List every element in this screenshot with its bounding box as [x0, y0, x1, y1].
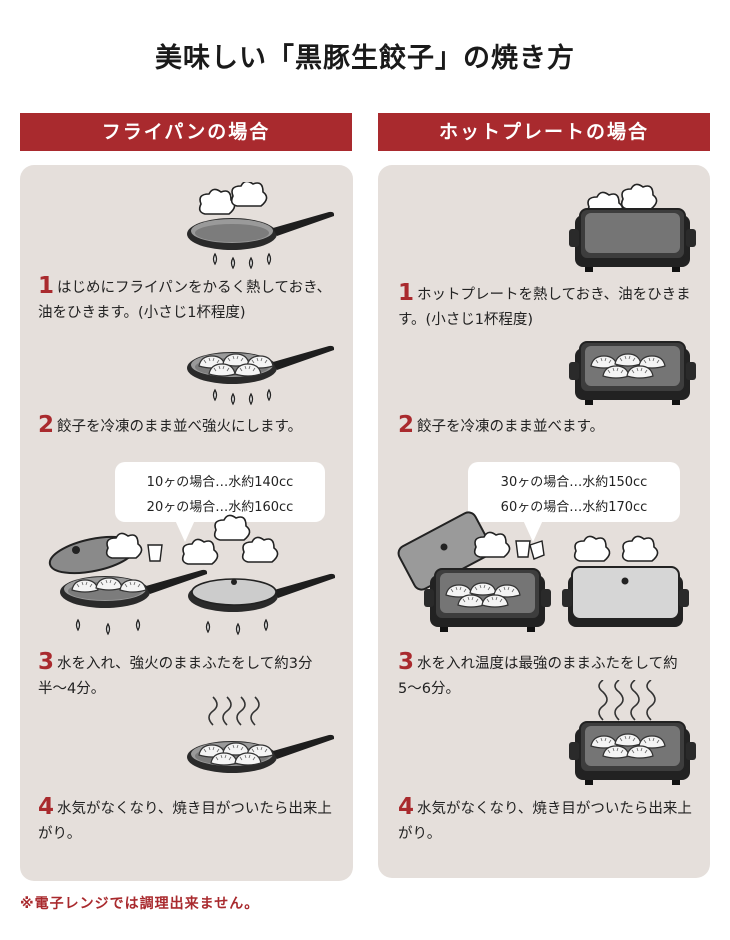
bubble-line: 30ヶの場合…水約150cc [500, 475, 648, 490]
bubble-line: 20ヶの場合…水約160cc [146, 500, 294, 515]
frying-pan-header: フライパンの場合 [20, 113, 352, 151]
frying-pan-done-icon [187, 696, 335, 773]
hot-plate-header: ホットプレートの場合 [378, 113, 710, 151]
bubble-line: 10ヶの場合…水約140cc [146, 475, 294, 490]
step-text: 水を入れ温度は最強のままふたをして約5〜6分。 [398, 656, 678, 697]
step-number: 1 [38, 273, 55, 299]
frying-pan-lid-icon [48, 514, 336, 635]
hot-plate-done-icon [568, 680, 697, 786]
step-number: 4 [398, 794, 415, 820]
step-text: 餃子を冷凍のまま並べ強火にします。 [57, 419, 303, 435]
plate-water-bubble: 30ヶの場合…水約150cc 60ヶの場合…水約170cc [468, 462, 680, 542]
microwave-note: ※電子レンジでは調理出来ません。 [20, 896, 260, 912]
step-text: 水気がなくなり、焼き目がついたら出来上がり。 [38, 801, 332, 842]
frying-pan-gyoza-icon [187, 345, 335, 405]
step-number: 3 [398, 649, 415, 675]
hot-plate-gyoza-icon [568, 341, 697, 406]
step-number: 2 [398, 412, 415, 438]
bubble-line: 60ヶの場合…水約170cc [500, 500, 648, 515]
step-text: 水気がなくなり、焼き目がついたら出来上がり。 [398, 801, 692, 842]
hot-plate-lid-icon [397, 511, 689, 633]
frying-pan-icon [187, 182, 335, 269]
step-text: はじめにフライパンをかるく熱しておき、油をひきます。(小さじ1杯程度) [38, 280, 332, 321]
step-text: ホットプレートを熱しておき、油をひきます。(小さじ1杯程度) [398, 287, 691, 328]
step-number: 3 [38, 649, 55, 675]
hot-plate-icon [568, 183, 697, 273]
step-text: 水を入れ、強火のままふたをして約3分半〜4分。 [38, 656, 313, 697]
step-number: 1 [398, 280, 415, 306]
page-title: 美味しい「黒豚生餃子」の焼き方 [155, 43, 575, 74]
step-text: 餃子を冷凍のまま並べます。 [417, 419, 605, 435]
pan-water-bubble: 10ヶの場合…水約140cc 20ヶの場合…水約160cc [115, 462, 325, 542]
step-number: 4 [38, 794, 55, 820]
step-number: 2 [38, 412, 55, 438]
